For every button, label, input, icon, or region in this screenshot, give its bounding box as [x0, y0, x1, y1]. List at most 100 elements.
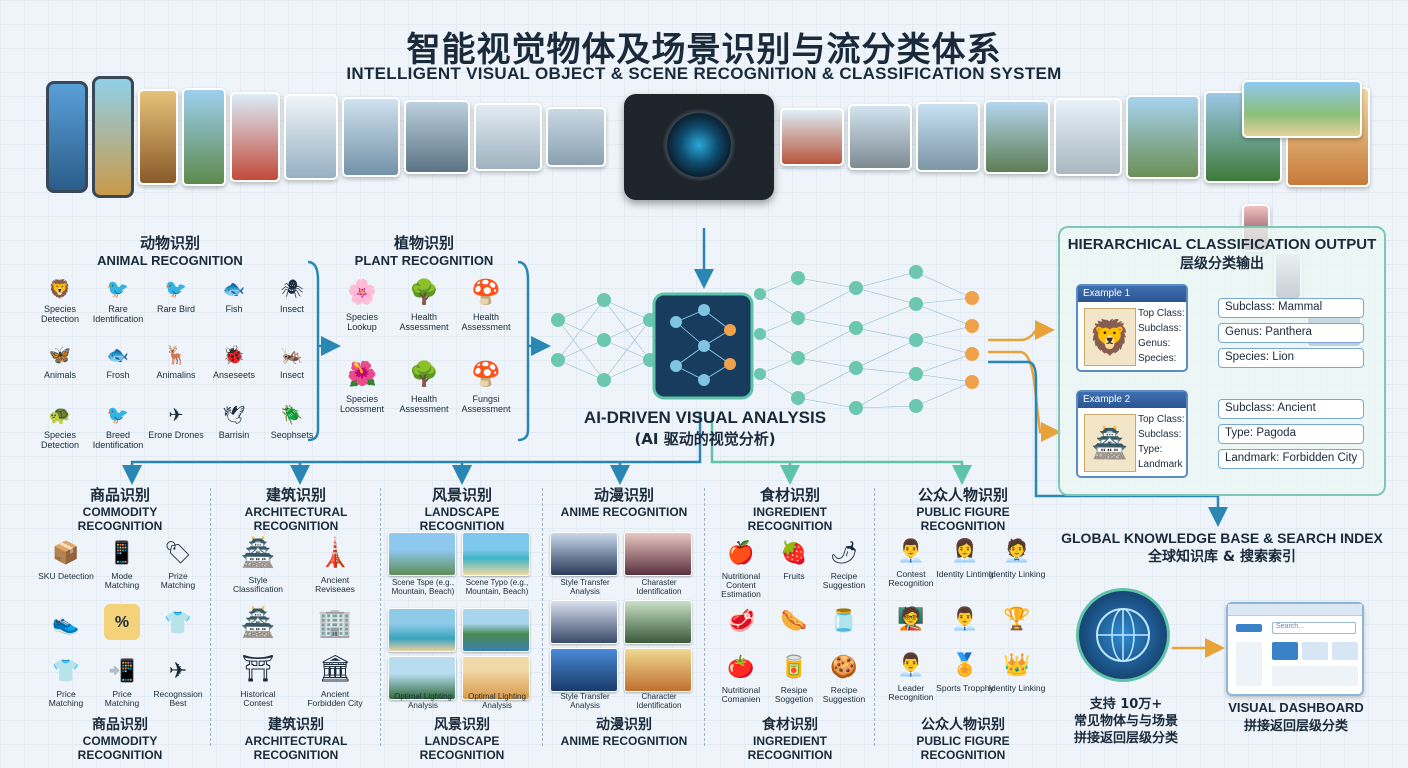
dashboard-card: [1302, 642, 1328, 660]
snack-icon: 🍪: [830, 653, 858, 679]
plant-item: 🌳Health Assessment: [394, 276, 454, 333]
item-label: Optimal Lighting Analysis: [394, 692, 452, 710]
category-title-cn: 风景识别: [434, 717, 490, 733]
item-label: Character Identification: [636, 692, 682, 710]
box-icon: 📦: [52, 539, 80, 565]
output-title-en: HIERARCHICAL CLASSIFICATION OUTPUT: [1067, 236, 1377, 253]
item-label: Optimal Lighting Analysis: [468, 692, 526, 710]
public-figure-item: 👑Identity Linking: [988, 646, 1046, 693]
item-label: Nutritional Content Estimation: [721, 571, 761, 599]
item-label: Identity Linking: [988, 683, 1046, 693]
commodity-item: ✈Recognssion Best: [150, 652, 206, 708]
plant-section-header: 植物识别 PLANT RECOGNITION: [334, 232, 514, 268]
anime-image: [624, 532, 692, 576]
commodity-item: 📱Mode Matching: [94, 534, 150, 590]
desert-image: [462, 656, 530, 700]
fish-icon: 🐟: [106, 345, 130, 365]
animal-section-header: 动物识别 ANIMAL RECOGNITION: [80, 232, 260, 268]
plant-item-label: Species Lookup: [345, 312, 379, 332]
animal-item-label: Insect: [279, 370, 304, 380]
globe-caption: 支持 10万+ 常见物体与与场景 拼接返回层级分类: [1052, 696, 1200, 747]
example-2-card: Example 2 🏯 Top Class: Subclass: Type: L…: [1076, 390, 1188, 478]
pagoda-icon: 🏯: [240, 606, 276, 638]
item-label: Sports Tropphy: [936, 683, 994, 693]
category-title-en: PUBLIC FIGURE RECOGNITION: [916, 734, 1010, 762]
category-title-cn: 动漫识别: [593, 486, 654, 504]
neural-network-diagram: [551, 265, 979, 415]
category-title-cn: 商品识别: [92, 717, 148, 733]
animal-item: 🕊Barrisin: [204, 402, 264, 440]
pepper-icon: 🌶: [830, 539, 858, 565]
item-label: Recognssion Best: [153, 689, 203, 708]
plant-item-label: Health Assessment: [399, 312, 449, 332]
animal-item-label: Breed Identification: [92, 430, 144, 450]
beach-image: [462, 532, 530, 576]
globe-icon: [1076, 588, 1170, 682]
item-label: Contest Recognition: [888, 569, 934, 588]
animal-title-en: ANIMAL RECOGNITION: [97, 253, 243, 268]
globe-grid: [1096, 608, 1150, 662]
example-1-keys: Top Class: Subclass: Genus: Species:: [1138, 306, 1185, 366]
key-label: Landmark: [1138, 459, 1183, 470]
animal-item-label: Species Detection: [40, 430, 80, 450]
plant-item-label: Health Assessment: [399, 394, 449, 414]
category-title-en: COMMODITY RECOGNITION: [77, 505, 163, 533]
public-figure-item: 🧑‍💼Identity Linking: [988, 532, 1046, 579]
example-1-tab: Example 1: [1078, 286, 1186, 302]
animal-item-label: Erone Drones: [148, 430, 204, 440]
person-icon: 🧑‍💼: [1003, 537, 1031, 563]
item-label: Charaster Identification: [636, 578, 682, 596]
architecture-item: 🏢: [306, 600, 364, 646]
commodity-item: 👕Price Matching: [38, 652, 94, 708]
item-label: Resipe Soggetion: [774, 685, 814, 704]
item-label: Recipe Suggestion: [822, 685, 866, 704]
animal-item-label: Barrisin: [218, 430, 250, 440]
plant-item: 🌳Health Assessment: [394, 358, 454, 415]
sneaker-icon: 👟: [52, 609, 80, 635]
category-title-en: LANDSCAPE RECOGNITION: [419, 734, 505, 762]
plant-item: 🌺Species Loossment: [332, 358, 392, 415]
animal-item: 🪲Seophsets: [262, 402, 322, 440]
plant-title-cn: 植物识别: [393, 234, 454, 252]
mushroom-icon: 🍄: [471, 361, 501, 388]
architecture-item: 🏛Ancient Forbidden City: [304, 648, 366, 708]
person-icon: 👨‍💼: [951, 605, 979, 631]
plant-item: 🍄Fungsi Assessment: [456, 358, 516, 415]
architecture-item: 🗼Ancient Reviseaes: [306, 530, 364, 594]
architecture-item: 🏯: [230, 600, 286, 646]
anime-image: [550, 600, 618, 644]
photo-thumb: [848, 104, 912, 170]
pagoda-icon: 🏯: [1084, 414, 1136, 472]
animal-item-label: Species Detection: [40, 304, 80, 324]
globe-caption-line: 拼接返回层级分类: [1073, 731, 1178, 746]
animal-item: 🐟Frosh: [88, 342, 148, 380]
price-tag-icon: 🏷: [164, 539, 192, 565]
public-figure-item: 👩‍💼Identity Lintimg: [936, 532, 994, 579]
animal-item: 🦋Animals: [30, 342, 90, 380]
key-label: Top Class:: [1138, 308, 1185, 319]
dashboard-tab: [1236, 624, 1262, 632]
anime-image: [550, 648, 618, 692]
flower-icon: 🌺: [347, 361, 377, 388]
ingredient-item: 🍅Nutritional Comanien: [710, 648, 772, 704]
commodity-item: 📦SKU Detection: [38, 534, 94, 581]
photo-thumb: [546, 107, 606, 167]
category-title-cn: 食材识别: [759, 486, 820, 504]
photo-thumb: [916, 102, 980, 172]
category-title-en: INGREDIENT RECOGNITION: [747, 734, 833, 762]
ingredient-item: 🍪 Recipe Suggestion: [816, 648, 872, 704]
flower-icon: 🌸: [347, 279, 377, 306]
dashboard-card: [1332, 642, 1358, 660]
animal-item-label: Rare Identification: [92, 304, 144, 324]
dashboard-card: [1272, 642, 1298, 660]
gate-icon: ⛩: [241, 652, 275, 683]
palace-icon: 🏛: [318, 652, 352, 683]
